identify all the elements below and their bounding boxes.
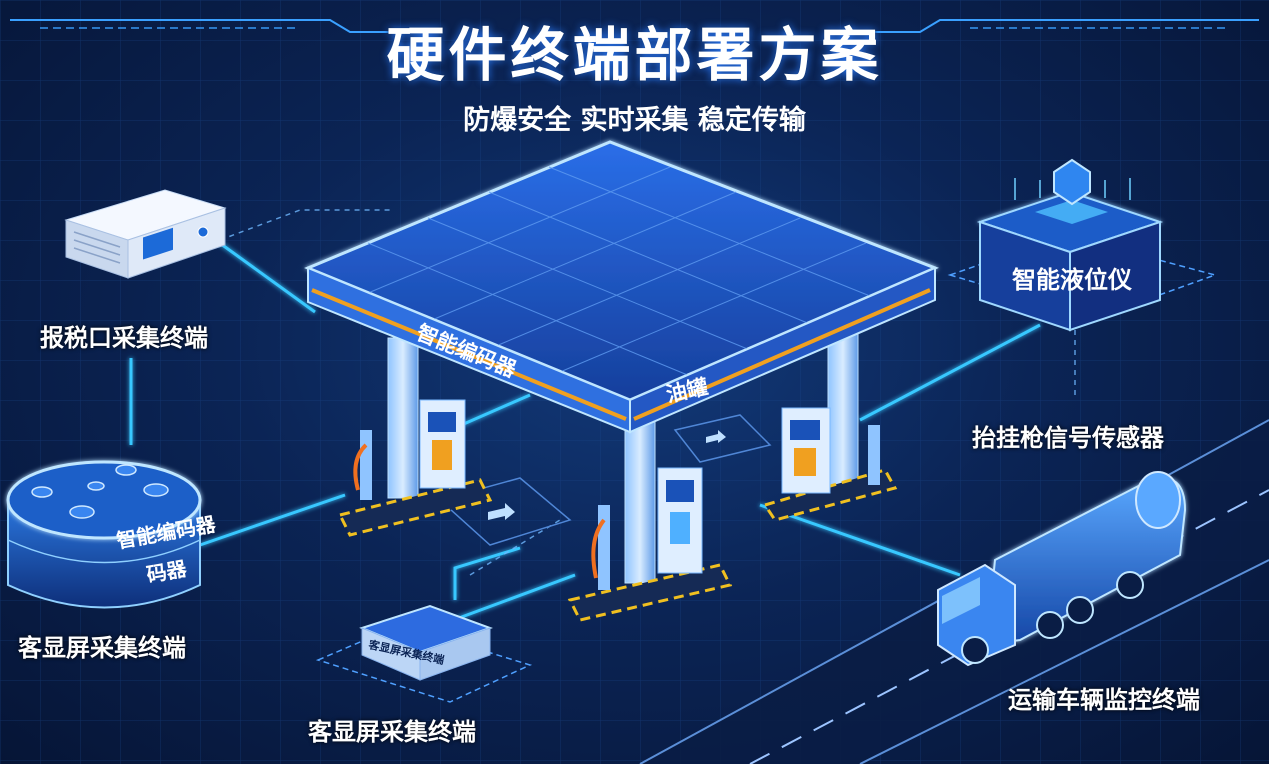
page-subtitle: 防爆安全 实时采集 稳定传输 xyxy=(463,105,806,136)
storage-tank[interactable] xyxy=(6,460,202,609)
display-box-caption: 客显屏采集终端 xyxy=(308,718,476,746)
canopy-pillars xyxy=(387,329,859,584)
line-box-to-dispenser xyxy=(439,573,576,627)
line-tax-to-canopy xyxy=(209,234,316,314)
fuel-dispenser-center[interactable] xyxy=(567,467,733,622)
page-title: 硬件终端部署方案 xyxy=(386,21,883,89)
line-box-up xyxy=(453,546,521,600)
dashed-lines xyxy=(219,209,1076,576)
tax-terminal-device[interactable] xyxy=(64,189,227,279)
connection-lines xyxy=(129,234,1041,627)
direction-arrows xyxy=(488,430,726,520)
tax-terminal-label: 报税口采集终端 xyxy=(40,324,208,352)
canopy-roof xyxy=(304,140,939,434)
nozzle-sensor-label: 抬挂枪信号传感器 xyxy=(972,424,1164,452)
level-meter-box-text: 智能液位仪 xyxy=(1012,266,1133,294)
display-collection-box[interactable] xyxy=(315,604,533,703)
tank-caption: 客显屏采集终端 xyxy=(18,634,186,662)
line-tank-to-dispenser xyxy=(199,493,346,547)
ground-markings xyxy=(438,414,772,546)
level-meter-device[interactable] xyxy=(947,158,1218,332)
fuel-dispenser-right[interactable] xyxy=(762,407,898,522)
header-decoration xyxy=(10,19,1259,33)
truck-caption: 运输车辆监控终端 xyxy=(1008,686,1200,714)
line-dispenser-to-truck xyxy=(759,503,961,577)
tanker-truck[interactable] xyxy=(937,471,1187,667)
line-level-to-canopy xyxy=(859,323,1041,422)
fuel-dispenser-left[interactable] xyxy=(337,399,493,537)
